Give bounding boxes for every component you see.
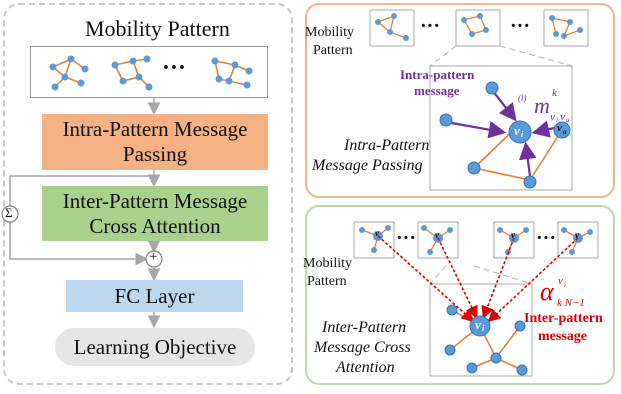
sum-symbol: Σ	[5, 205, 13, 220]
br-ellipsis-1: ···	[396, 227, 417, 249]
br-thumb-node-label-3: v	[511, 230, 515, 240]
br-ellipsis-2: ···	[536, 227, 557, 249]
message-formula-sub-v1: v	[550, 111, 555, 123]
mobility-pattern-strip	[30, 46, 268, 98]
message-formula-sub-i: i	[556, 116, 558, 124]
attention-formula-sup-sub: i	[564, 281, 566, 289]
message-formula-sub-v2: v	[560, 111, 565, 123]
tr-ellipsis-2: ···	[510, 15, 531, 37]
br-mobility-label-2: Pattern	[307, 274, 347, 289]
tr-ellipsis-1: ···	[420, 15, 441, 37]
graph-thumbnail	[111, 55, 153, 91]
intra-caption-2: Message Passing	[312, 157, 423, 174]
ellipsis: ···	[162, 55, 187, 81]
mobility-graphs-illustration	[49, 55, 253, 91]
attention-formula-sub: k N−1	[557, 297, 585, 309]
node-vi-label: v	[514, 123, 520, 138]
graph-thumbnail	[369, 9, 415, 47]
intra-box-line1: Intra-Pattern Message	[62, 117, 248, 141]
br-thumb-node-label-4: v	[575, 230, 579, 240]
tr-mobility-label-2: Pattern	[313, 43, 353, 58]
graph-thumbnail	[543, 9, 589, 47]
message-formula-sup: k	[552, 87, 557, 99]
mobility-pattern-title: Mobility Pattern	[85, 16, 230, 41]
br-thumb-node-label-1: v	[375, 228, 379, 238]
fc-layer-box: FC Layer	[66, 280, 243, 312]
br-node-vi-label: v	[475, 317, 481, 332]
learning-objective-box: Learning Objective	[55, 328, 255, 366]
inter-caption-2: Message Cross	[314, 339, 411, 356]
intra-message-label-2: message	[414, 83, 460, 98]
br-node-vi-sub: i	[482, 324, 485, 333]
tr-mobility-label-1: Mobility	[305, 25, 355, 40]
inter-pattern-cross-attention-box: Inter-Pattern Message Cross Attention	[42, 186, 268, 241]
br-thumb-node-label-2: v	[435, 230, 439, 240]
inter-message-label-1: Inter-pattern	[524, 311, 603, 326]
graph-thumbnail	[455, 9, 501, 47]
inter-caption-3: Attention	[336, 359, 395, 376]
intra-caption-1: Intra-Pattern	[344, 137, 430, 154]
fc-layer-label: FC Layer	[114, 283, 195, 308]
attention-formula-sup: v	[558, 275, 563, 287]
message-formula-prefix: (l)	[518, 93, 527, 103]
inter-pattern-illustration	[353, 221, 599, 377]
inter-caption-1: Inter-Pattern	[322, 319, 407, 336]
graph-thumbnail	[211, 57, 253, 89]
graph-thumbnail	[353, 221, 395, 259]
pipeline-connectors	[1, 98, 163, 329]
inter-message-label-2: message	[538, 329, 587, 344]
message-formula-sub-a: a	[566, 116, 570, 124]
intra-box-line2: Passing	[122, 142, 188, 166]
learning-objective-label: Learning Objective	[73, 334, 237, 359]
intra-message-label-1: Intra-pattern	[400, 67, 475, 82]
node-va-sub: a	[563, 128, 567, 136]
node-va-label: v	[557, 122, 562, 134]
message-formula-symbol: m	[534, 93, 550, 118]
inter-box-line1: Inter-Pattern Message	[62, 188, 248, 213]
intra-pattern-detail-panel	[305, 3, 615, 198]
graph-thumbnail	[417, 221, 459, 259]
intra-pattern-message-passing-box: Intra-Pattern Message Passing	[42, 114, 268, 170]
node-vi-sub: i	[521, 130, 524, 139]
attention-formula-symbol: α	[540, 277, 554, 306]
br-mobility-label-1: Mobility	[303, 256, 353, 271]
graph-thumbnail	[557, 221, 599, 259]
inter-pattern-detail-panel	[305, 205, 615, 385]
intra-pattern-illustration	[369, 9, 589, 191]
plus-symbol: +	[149, 249, 158, 265]
graph-thumbnail	[49, 55, 89, 91]
inter-box-line2: Cross Attention	[89, 213, 221, 238]
